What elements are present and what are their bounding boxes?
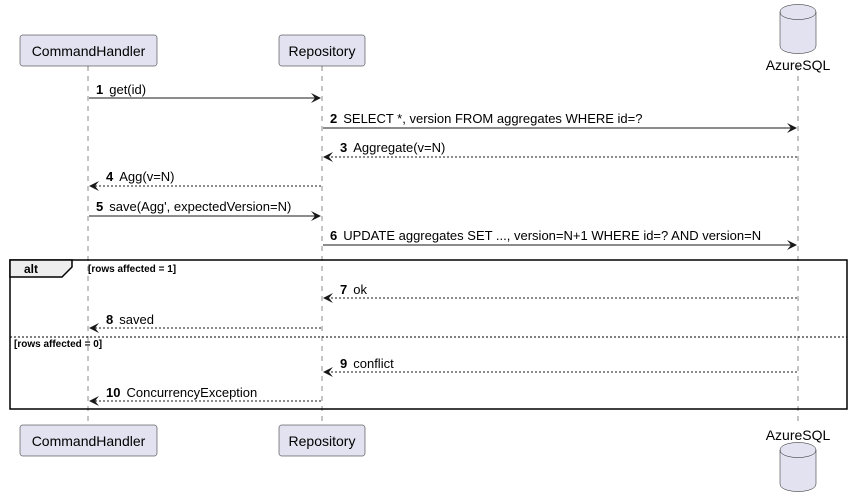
message-label: 8 saved [106, 312, 154, 327]
message-label: 2 SELECT *, version FROM aggregates WHERE… [330, 111, 642, 126]
message-8[interactable]: 8 saved [89, 312, 321, 333]
messages: 1 get(id) 2 SELECT *, version FROM aggrega… [89, 82, 797, 406]
participant-box [278, 424, 366, 457]
participant-repository-top[interactable]: Repository [278, 34, 366, 67]
participant-repository-bottom[interactable]: Repository [278, 424, 366, 457]
message-10[interactable]: 10 ConcurrencyException [89, 385, 321, 406]
alt-frame [9, 259, 848, 410]
participant-box [19, 34, 158, 67]
message-text: Agg(v=N) [119, 169, 174, 184]
message-number: 4 [106, 169, 114, 184]
message-label: 4 Agg(v=N) [106, 169, 175, 184]
participant-box [19, 424, 158, 457]
message-5[interactable]: 5 save(Agg', expectedVersion=N) [89, 199, 321, 221]
message-text: Aggregate(v=N) [353, 140, 445, 155]
message-text: ConcurrencyException [126, 385, 257, 400]
message-text: get(id) [109, 82, 146, 97]
database-icon [779, 4, 817, 54]
alt-keyword: alt [24, 262, 38, 276]
participant-label: CommandHandler [32, 433, 146, 449]
participant-azuresql-bottom[interactable]: AzureSQL [766, 427, 831, 492]
message-text: saved [119, 312, 154, 327]
message-7[interactable]: 7 ok [323, 282, 797, 303]
message-number: 3 [340, 140, 347, 155]
message-label: 6 UPDATE aggregates SET ..., version=N+1 … [330, 228, 761, 243]
message-text: SELECT *, version FROM aggregates WHERE … [343, 111, 642, 126]
message-number: 10 [106, 385, 120, 400]
message-2[interactable]: 2 SELECT *, version FROM aggregates WHERE… [323, 111, 797, 133]
message-number: 1 [96, 82, 103, 97]
alt-fragment: alt [rows affected = 1] [rows affected =… [9, 259, 848, 410]
message-label: 1 get(id) [96, 82, 146, 97]
participant-box [278, 34, 366, 67]
message-4[interactable]: 4 Agg(v=N) [89, 169, 321, 191]
message-label: 3 Aggregate(v=N) [340, 140, 445, 155]
message-number: 5 [96, 199, 103, 214]
alt-guard-main: [rows affected = 1] [88, 264, 176, 275]
participant-label: AzureSQL [766, 427, 831, 443]
message-text: UPDATE aggregates SET ..., version=N+1 W… [343, 228, 761, 243]
participants-bottom: CommandHandler Repository AzureSQL [19, 424, 831, 492]
message-number: 7 [340, 282, 347, 297]
message-text: save(Agg', expectedVersion=N) [109, 199, 291, 214]
message-text: ok [353, 282, 367, 297]
participants-top: CommandHandler Repository AzureSQL [19, 4, 831, 74]
message-label: 9 conflict [340, 356, 394, 371]
participant-commandhandler-top[interactable]: CommandHandler [19, 34, 158, 67]
participant-commandhandler-bottom[interactable]: CommandHandler [19, 424, 158, 457]
message-number: 2 [330, 111, 337, 126]
message-label: 7 ok [340, 282, 367, 297]
participant-label: CommandHandler [32, 43, 146, 59]
participant-label: AzureSQL [766, 57, 831, 73]
message-label: 10 ConcurrencyException [106, 385, 257, 400]
message-1[interactable]: 1 get(id) [89, 82, 321, 103]
message-9[interactable]: 9 conflict [323, 356, 797, 377]
alt-guard-else: [rows affected = 0] [14, 339, 102, 350]
message-text: conflict [353, 356, 394, 371]
message-number: 8 [106, 312, 113, 327]
message-number: 6 [330, 228, 337, 243]
message-label: 5 save(Agg', expectedVersion=N) [96, 199, 291, 214]
database-icon [779, 442, 817, 492]
participant-azuresql-top[interactable]: AzureSQL [766, 4, 831, 74]
message-6[interactable]: 6 UPDATE aggregates SET ..., version=N+1 … [323, 228, 797, 250]
alt-keyword-tab [9, 259, 73, 278]
participant-label: Repository [289, 433, 356, 449]
message-number: 9 [340, 356, 347, 371]
message-3[interactable]: 3 Aggregate(v=N) [323, 140, 797, 162]
participant-label: Repository [289, 43, 356, 59]
